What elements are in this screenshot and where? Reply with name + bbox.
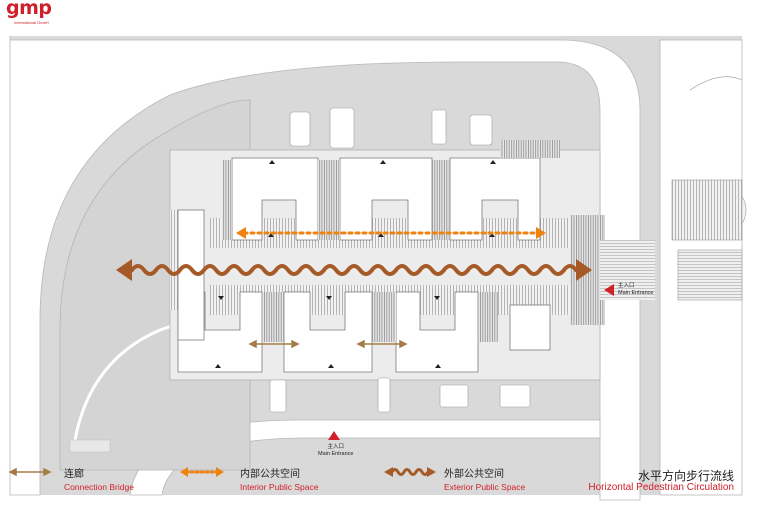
east-entrance-en: Main Entrance xyxy=(618,289,654,296)
south-entrance-marker xyxy=(328,431,340,440)
logo-subtitle: International GmbH xyxy=(14,20,49,25)
logo-wordmark: gmp xyxy=(6,0,52,19)
legend-exterior-en: Exterior Public Space xyxy=(444,482,526,492)
legend-exterior-zh: 外部公共空间 xyxy=(444,469,504,480)
south-entrance-label: 主入口 Main Entrance xyxy=(318,444,353,457)
east-entrance-zh: 主入口 xyxy=(618,283,635,289)
north-blocks xyxy=(231,157,541,241)
south-outbuildings xyxy=(269,377,531,413)
legend-interior-zh: 内部公共空间 xyxy=(240,469,300,480)
south-blocks xyxy=(177,291,551,373)
west-footpath xyxy=(73,318,191,441)
connection-bridges xyxy=(248,339,408,349)
gmp-logo: gmp International GmbH xyxy=(6,0,76,26)
legend-connection-zh: 连廊 xyxy=(64,469,84,480)
north-outbuildings xyxy=(289,107,493,149)
south-entrance-en: Main Entrance xyxy=(318,450,354,457)
diagram-title-zh: 水平方向步行流线 xyxy=(637,469,734,483)
east-entrance-label: 主入口 Main Entrance xyxy=(618,283,653,296)
legend-interior-public-space-icon xyxy=(180,467,224,477)
entry-markers xyxy=(215,160,496,368)
legend-connection-bridge-icon xyxy=(8,467,52,477)
legend-interior-en: Interior Public Space xyxy=(240,482,319,492)
east-entrance-marker xyxy=(604,284,614,296)
legend-icons xyxy=(8,467,436,477)
south-block-shading xyxy=(262,292,498,342)
legend-connection-en: Connection Bridge xyxy=(64,482,134,492)
parking-strip xyxy=(69,439,111,453)
legend-exterior-public-space-icon xyxy=(384,467,436,477)
diagram-title-en: Horizontal Pedestrian Circulation xyxy=(588,482,734,493)
north-block-shading xyxy=(222,140,560,240)
legend: 连廊 Connection Bridge 内部公共空间 Interior Pub… xyxy=(0,455,760,500)
exterior-public-space-arrow xyxy=(116,259,592,281)
east-plaza xyxy=(671,76,747,301)
interior-public-space-arrow xyxy=(236,227,546,239)
south-entrance-zh: 主入口 xyxy=(327,444,344,450)
